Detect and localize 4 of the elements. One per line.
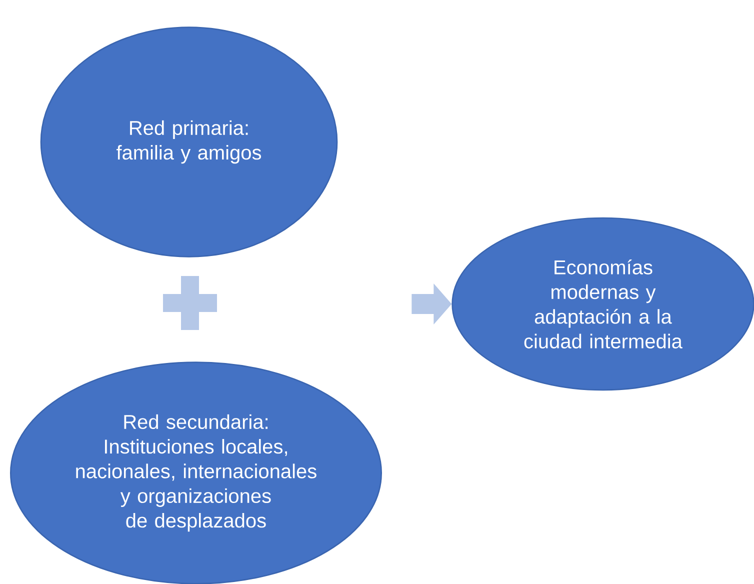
ellipse-node: Economías modernas y adaptación a la ciudad intermedia <box>452 217 754 391</box>
plus-sign <box>163 276 217 330</box>
ellipse-node: Red secundaria: Instituciones locales, nacionales, internacionales y organizaciones de desplazados <box>10 362 382 584</box>
ellipse-node: Red primaria: familia y amigos <box>40 26 338 258</box>
